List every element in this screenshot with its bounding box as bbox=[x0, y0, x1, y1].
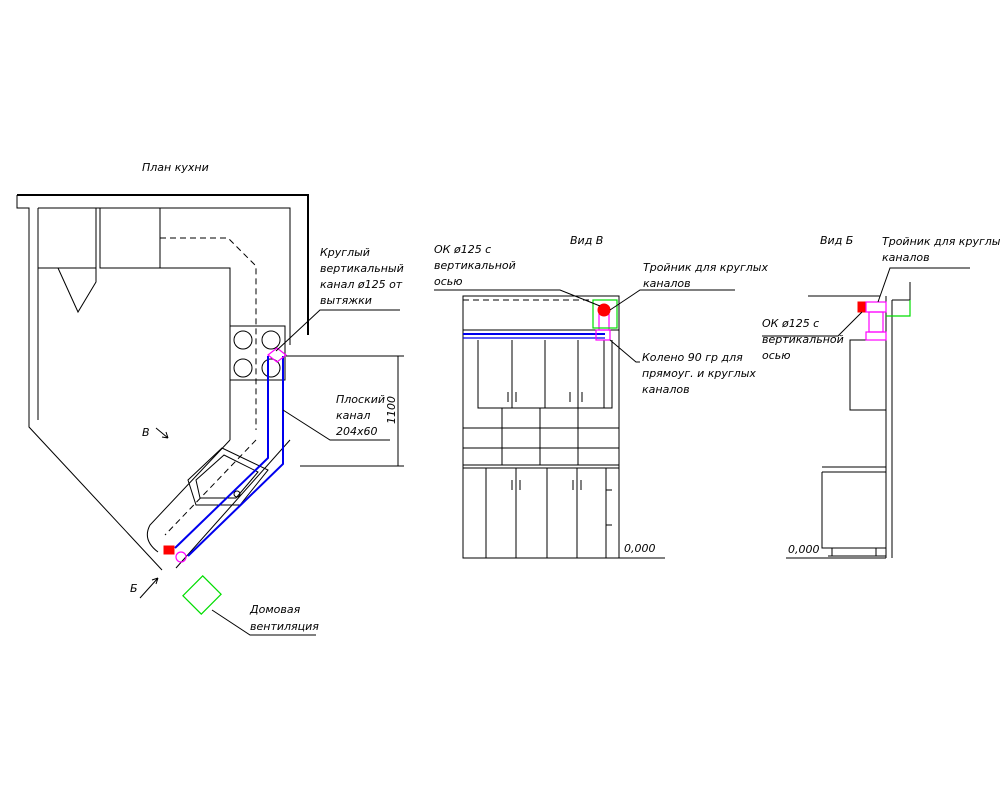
hob-burner bbox=[261, 358, 281, 378]
view-be-lower-cabinet bbox=[821, 466, 886, 557]
view-v: Вид В 0,000 ОК ø125 с вертикальной осью bbox=[434, 234, 771, 559]
view-be-channel-base bbox=[865, 331, 887, 341]
view-be-label-tee: Тройник для круглых каналов bbox=[882, 235, 1000, 264]
plan-cabinet-left bbox=[38, 208, 97, 269]
view-be: Вид Б 0,000 Тройник для круглых каналов … bbox=[762, 234, 1000, 559]
view-be-label-ok: ОК ø125 с вертикальной осью bbox=[762, 317, 847, 362]
view-v-cabinet-top bbox=[463, 296, 620, 558]
label-flat-channel: Плоский канал 204х60 bbox=[336, 393, 389, 438]
house-ventilation-shaft bbox=[182, 575, 222, 615]
view-v-label-tee: Тройник для круглых каналов bbox=[643, 261, 771, 290]
plan-counter-diagonal bbox=[146, 439, 231, 553]
view-b-arrow bbox=[155, 427, 169, 439]
view-be-arrow bbox=[139, 577, 159, 599]
view-be-leader-ok bbox=[762, 311, 863, 337]
view-be-marker: Б bbox=[130, 582, 138, 595]
sink-inner bbox=[195, 454, 259, 499]
plan-sink bbox=[187, 447, 269, 506]
plan-wall-left-outer bbox=[16, 195, 163, 571]
plan-title: План кухни bbox=[142, 161, 209, 174]
plan-wall-diagonal-outer bbox=[175, 439, 291, 569]
leader-flat-channel bbox=[282, 409, 390, 441]
hob-burner bbox=[233, 330, 253, 350]
view-v-drawer bbox=[606, 489, 612, 526]
plan-cabinet-2 bbox=[99, 208, 161, 269]
plan-wall-top-outer bbox=[17, 194, 309, 335]
label-house-vent: Домовая вентиляция bbox=[249, 603, 319, 633]
view-be-shaft bbox=[892, 282, 911, 301]
view-v-tee bbox=[592, 299, 618, 329]
plan-diagonal-dashed bbox=[164, 439, 257, 536]
view-v-leader-ok bbox=[434, 289, 601, 307]
view-v-upper-handles bbox=[507, 392, 583, 402]
view-be-ventilation bbox=[886, 300, 911, 317]
hob-burner bbox=[261, 330, 281, 350]
view-be-title: Вид Б bbox=[820, 234, 853, 247]
view-be-leader-tee bbox=[877, 267, 970, 303]
view-v-label-elbow: Колено 90 гр для прямоуг. и круглых кана… bbox=[642, 351, 759, 396]
sink-outer bbox=[187, 447, 269, 506]
view-be-hood bbox=[857, 301, 867, 313]
leader-house-vent bbox=[211, 609, 316, 636]
plan-counter-front bbox=[160, 267, 231, 440]
flat-duct-inner-line bbox=[174, 356, 269, 549]
plan-upper-cabinets-dashed bbox=[160, 237, 257, 430]
kitchen-plan: План кухни bbox=[16, 161, 407, 636]
view-v-upper-cabinets bbox=[477, 340, 613, 409]
round-channel-top bbox=[267, 347, 287, 363]
hob-burner bbox=[233, 358, 253, 378]
hob-outline bbox=[229, 325, 286, 381]
view-v-leader-elbow bbox=[609, 339, 640, 363]
view-v-title: Вид В bbox=[570, 234, 603, 247]
plan-hob bbox=[229, 325, 286, 381]
view-v-lower-handles bbox=[511, 480, 582, 490]
view-be-round-channel bbox=[868, 311, 884, 333]
dimension-value: 1100 bbox=[385, 396, 398, 424]
plan-wall-top-inner bbox=[38, 207, 291, 345]
plan-door-swing bbox=[57, 267, 97, 314]
view-be-upper-cabinet bbox=[849, 339, 887, 411]
sink-drain bbox=[233, 490, 241, 498]
flat-duct-outer-line bbox=[187, 356, 284, 557]
view-v-lower-cabinets bbox=[463, 467, 619, 558]
view-v-label-ok: ОК ø125 с вертикальной осью bbox=[434, 243, 519, 288]
view-be-tee bbox=[865, 301, 887, 313]
leader-round-channel bbox=[275, 309, 400, 352]
round-channel-bottom bbox=[175, 551, 187, 563]
label-round-channel: Круглый вертикальный канал ø125 от вытяж… bbox=[320, 246, 407, 307]
hood-outlet bbox=[163, 545, 175, 555]
view-b-marker: В bbox=[142, 426, 150, 439]
view-v-level: 0,000 bbox=[624, 542, 656, 555]
view-v-leader-tee bbox=[609, 289, 735, 311]
view-v-backsplash bbox=[463, 408, 619, 466]
view-be-level: 0,000 bbox=[788, 543, 820, 556]
